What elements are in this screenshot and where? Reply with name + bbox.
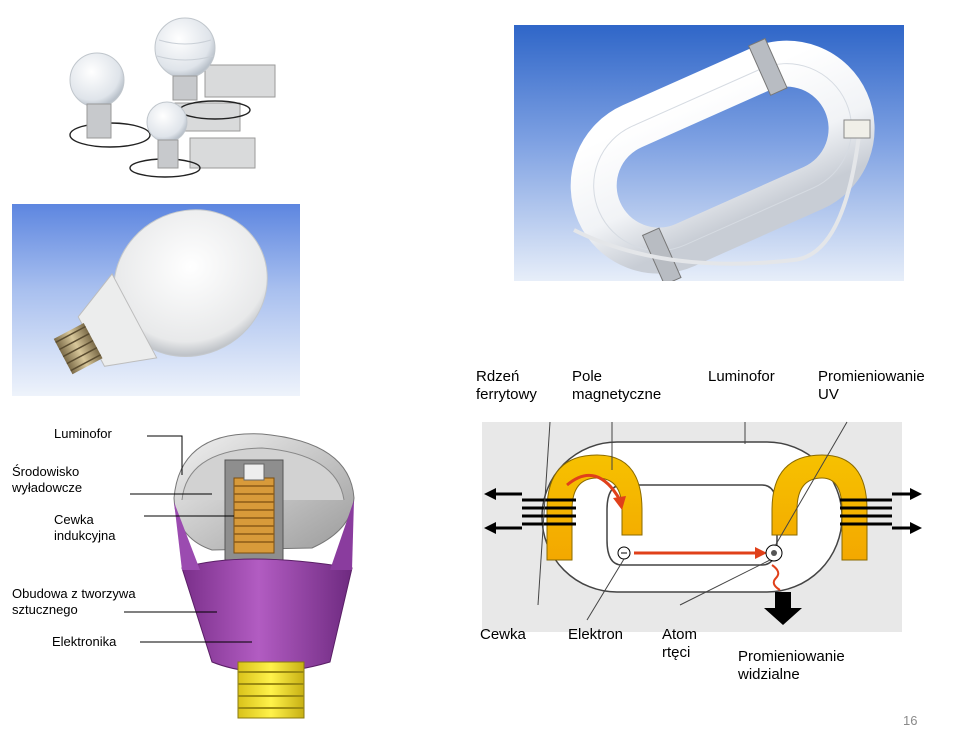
label-rdzen-line1: Rdzeń bbox=[476, 368, 520, 385]
label-widzialne-line1: Promieniowanie bbox=[738, 648, 845, 665]
label-cewka-diagram: Cewka bbox=[480, 626, 526, 643]
label-cewka-line1: Cewka bbox=[54, 512, 94, 527]
photo-induction-tube bbox=[514, 25, 904, 281]
label-luminofor-diagram: Luminofor bbox=[708, 368, 775, 385]
label-pole-line1: Pole bbox=[572, 368, 603, 385]
induction-schematic-diagram: Rdzeń ferrytowy Pole magnetyczne Luminof… bbox=[472, 360, 952, 690]
label-pole-line2: magnetyczne bbox=[572, 386, 662, 403]
label-obudowa-line2: sztucznego bbox=[12, 602, 78, 617]
photo-reflector-lamp bbox=[12, 204, 300, 396]
label-elektronika: Elektronika bbox=[52, 634, 117, 649]
label-obudowa-line1: Obudowa z tworzywa bbox=[12, 586, 136, 601]
lamp-cutaway-illustration: Luminofor Środowisko wyładowcze Cewka in… bbox=[12, 420, 370, 732]
label-atom-line1: Atom bbox=[662, 626, 698, 643]
label-luminofor: Luminofor bbox=[54, 426, 112, 441]
label-widzialne-line2: widzialne bbox=[738, 666, 800, 683]
photo-globe-lamps bbox=[55, 0, 315, 196]
label-cewka-line2: indukcyjna bbox=[54, 528, 116, 543]
label-atom-line2: rtęci bbox=[662, 644, 691, 661]
page-number: 16 bbox=[903, 713, 918, 728]
label-srodowisko-line2: wyładowcze bbox=[12, 480, 83, 495]
label-uv-line2: UV bbox=[818, 386, 839, 403]
label-elektron: Elektron bbox=[568, 626, 624, 643]
label-srodowisko-line1: Środowisko bbox=[12, 464, 80, 479]
label-rdzen-line2: ferrytowy bbox=[476, 386, 537, 403]
label-uv-line1: Promieniowanie bbox=[818, 368, 925, 385]
